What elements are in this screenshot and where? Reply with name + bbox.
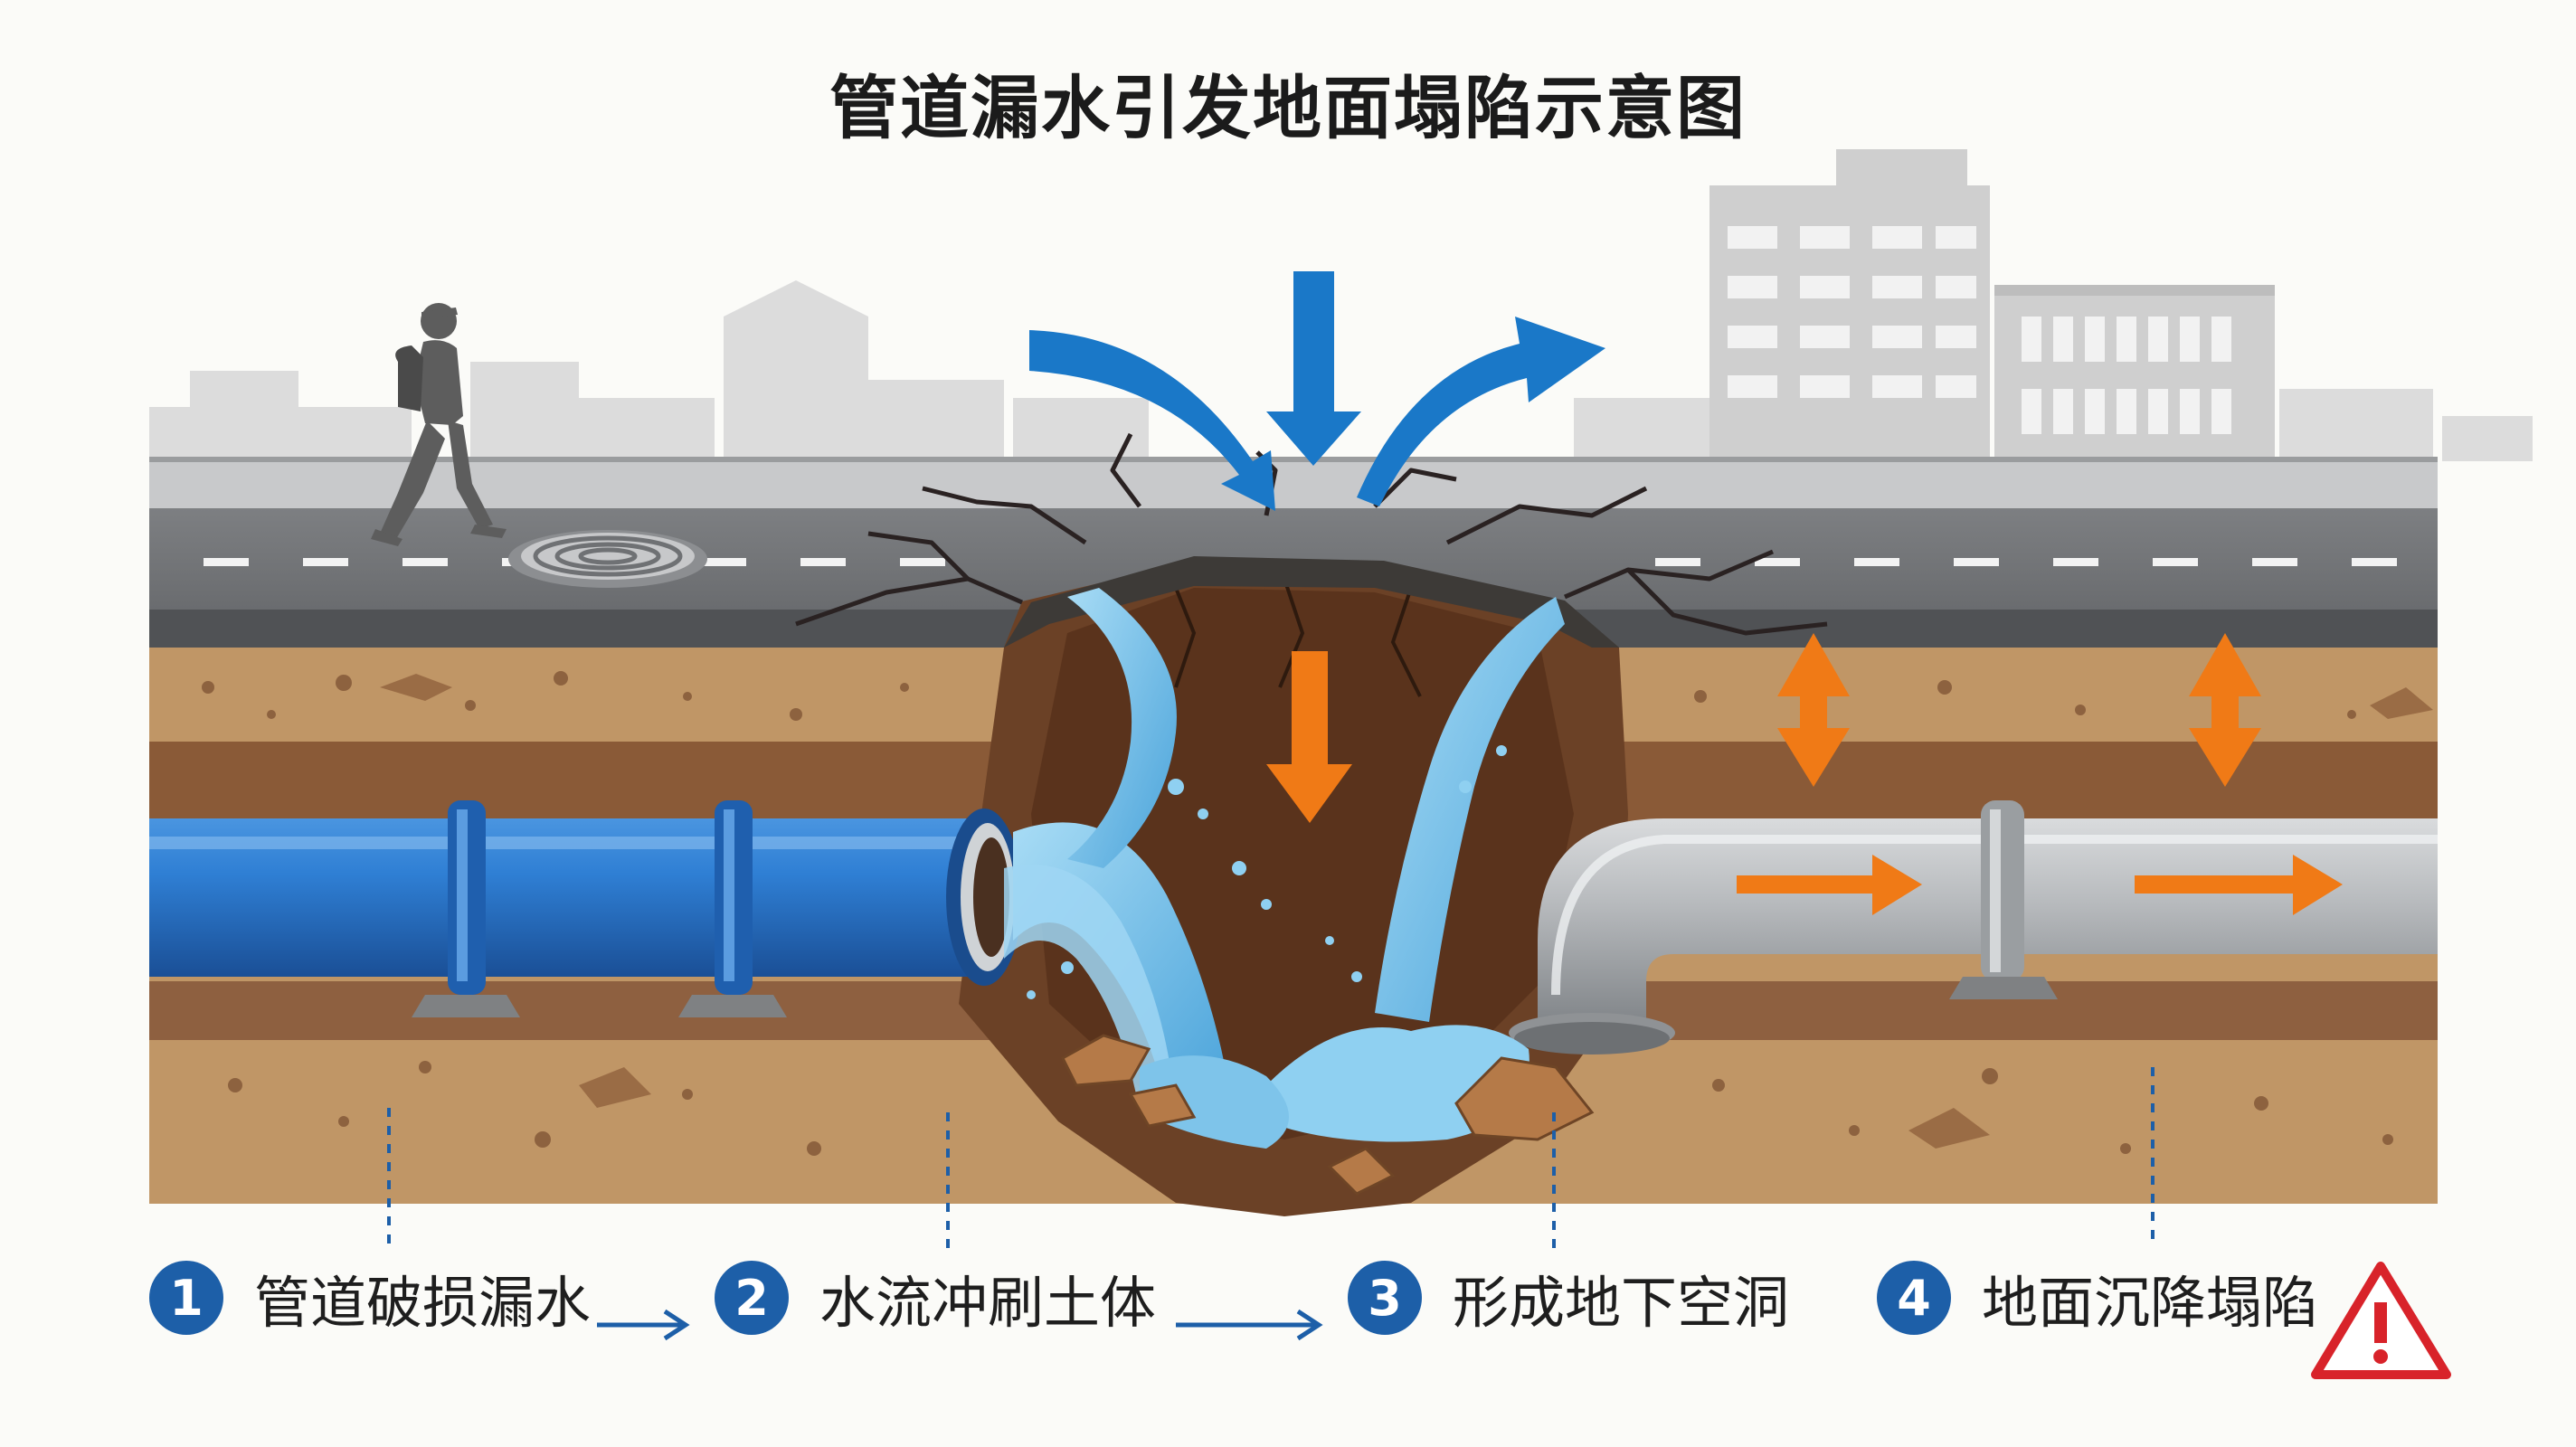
step-1: 1 管道破损漏水: [149, 1244, 591, 1352]
step-number: 4: [1877, 1261, 1951, 1335]
grey-drain-pipe: [1509, 800, 2438, 1055]
blue-water-pipe: [149, 800, 1022, 1017]
pressure-arrows: [1029, 271, 1605, 511]
office-building: [1709, 149, 2275, 461]
step-label: 管道破损漏水: [254, 1270, 592, 1336]
step-number: 2: [715, 1261, 789, 1335]
diagram-title: 管道漏水引发地面塌陷示意图: [829, 68, 1747, 148]
soil-rocks: [380, 674, 2433, 1149]
flow-arrows: [1266, 633, 2343, 915]
step-3: 3 形成地下空洞: [1348, 1244, 1789, 1352]
soil-pebbles: [202, 671, 2393, 1156]
arrow-right-icon: [597, 1309, 1323, 1341]
step-4: 4 地面沉降塌陷: [1877, 1244, 2318, 1352]
step-2: 2 水流冲刷土体: [715, 1244, 1156, 1352]
step-number: 3: [1348, 1261, 1422, 1335]
debris-rocks: [1061, 1034, 1595, 1196]
step-label: 地面沉降塌陷: [1982, 1270, 2319, 1336]
manhole-cover-icon: [508, 530, 707, 588]
leader-lines: [387, 1067, 2155, 1248]
step-label: 水流冲刷土体: [819, 1270, 1157, 1336]
step-label: 形成地下空洞: [1453, 1270, 1790, 1336]
warning-triangle-icon: [2311, 1262, 2451, 1379]
process-steps: 1 管道破损漏水 2 水流冲刷土体 3 形成地下空洞 4 地面沉降塌陷: [0, 1244, 2576, 1415]
sidewalk: [149, 459, 2438, 509]
step-number: 1: [149, 1261, 223, 1335]
pedestrian-icon: [371, 303, 507, 546]
